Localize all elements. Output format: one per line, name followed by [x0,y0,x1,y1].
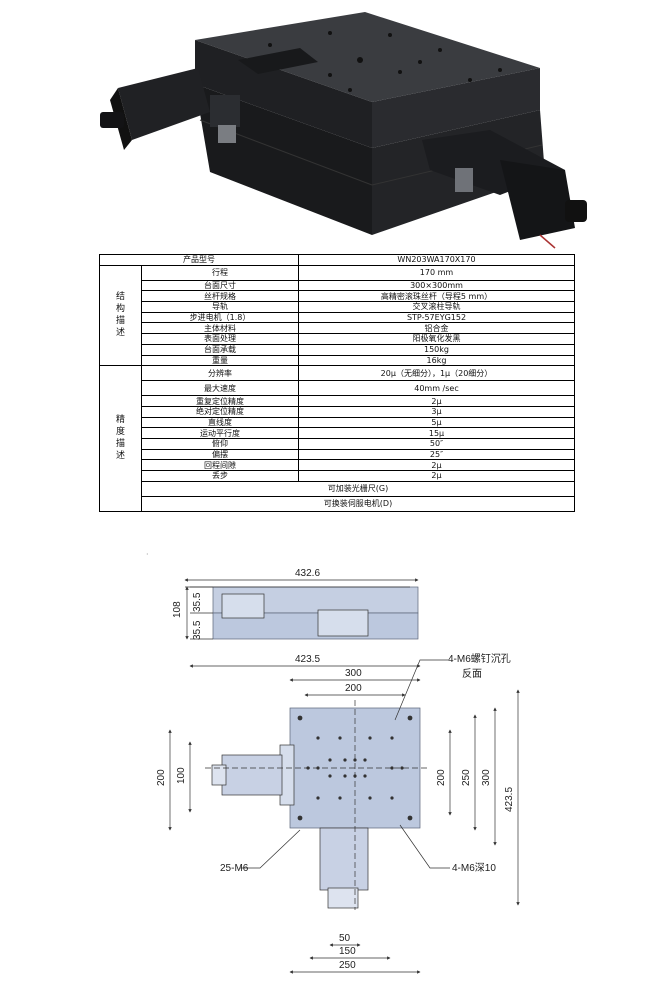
row-value: 50″ [298,437,575,450]
dim-200-right: 200 [436,769,447,786]
dim-50-bottom: 50 [339,933,351,944]
technical-drawing: 432.6 108 35.5 35.5 423.5 300 200 200 10… [156,568,520,974]
row-value: 铝合金 [298,322,575,335]
table-row: 丝杆规格高精密滚珠丝杆（导程5 mm） [100,290,575,303]
row-label: 行程 [141,264,299,281]
row-label: 步进电机（1.8） [141,311,299,324]
row-label: 回程间隙 [141,459,299,471]
table-row: 表面处理阳极氧化发黑 [100,333,575,345]
dim-200-top: 200 [345,683,362,694]
row-value: 20μ（无细分），1μ（20细分） [298,365,575,382]
row-value: 25″ [298,448,575,461]
row-label: 表面处理 [141,333,299,345]
row-label: 主体材料 [141,322,299,335]
row-value: 2μ [298,459,575,471]
table-row: 主体材料铝合金 [100,322,575,335]
table-row: 导轨交叉滚柱导轨 [100,301,575,313]
dim-300-right: 300 [481,769,492,786]
row-value: 150kg [298,343,575,356]
dim-side-108: 108 [172,601,183,618]
row-value: 5μ [298,416,575,429]
row-value: 阳极氧化发黑 [298,333,575,345]
dim-150-bottom: 150 [339,946,356,957]
row-label: 分辨率 [141,365,299,382]
dim-250-bottom: 250 [339,960,356,971]
row-label: 台面尺寸 [141,279,299,292]
model-value: WN203WA170X170 [298,254,575,266]
row-label: 导轨 [141,301,299,313]
stray-mark: · [146,550,149,559]
row-value: 2μ [298,470,575,482]
row-value: 交叉滚柱导轨 [298,301,575,313]
row-label: 偏摆 [141,448,299,461]
dim-250-right: 250 [461,769,472,786]
row-value: 170 mm [298,264,575,281]
dim-side-355b: 35.5 [192,620,203,640]
row-label: 俯仰 [141,437,299,450]
row-label: 丝杆规格 [141,290,299,303]
product-photo [100,12,587,249]
row-value: 40mm /sec [298,380,575,397]
dim-100-left: 100 [176,767,187,784]
row-value: 3μ [298,405,575,418]
row-label: 重复定位精度 [141,395,299,407]
dim-4235-right: 423.5 [504,787,515,812]
row-label: 直线度 [141,416,299,429]
dim-200-left: 200 [156,769,167,786]
row-label: 丢步 [141,470,299,482]
note-row: 可换装伺服电机(D) [100,495,575,512]
callout-depth: 4-M6深10 [452,862,496,874]
note-row: 可加装光栅尺(G) [100,480,575,497]
note-servo: 可换装伺服电机(D) [141,495,575,512]
note-grating: 可加装光栅尺(G) [141,480,575,497]
row-label: 台面承载 [141,343,299,356]
row-label: 绝对定位精度 [141,405,299,418]
row-value: 高精密滚珠丝杆（导程5 mm） [298,290,575,303]
table-row: 结构描述 行程 170 mm [99,264,575,367]
dim-300-top: 300 [345,668,362,679]
hole-pattern [297,715,413,821]
dim-side-355a: 35.5 [192,592,203,612]
dim-top-width: 432.6 [295,568,320,579]
row-value: 15μ [298,427,575,439]
callout-reverse: 反面 [462,668,482,680]
row-label: 重量 [141,354,299,367]
row-value: STP-57EYG152 [298,311,575,324]
table-row: 步进电机（1.8）STP-57EYG152 [100,311,575,324]
plan-view [168,659,520,974]
callout-counterbore: 4-M6螺钉沉孔 [448,652,511,665]
model-label: 产品型号 [99,254,299,266]
row-label: 运动平行度 [141,427,299,439]
row-value: 16kg [298,354,575,367]
row-value: 2μ [298,395,575,407]
table-header-row: 产品型号 WN203WA170X170 [99,254,575,266]
table-row: 精度描述 分辨率 20μ（无细分），1μ（20细分） [99,365,575,512]
callout-25m6: 25-M6 [220,863,249,874]
group-structure: 结构描述 [99,264,142,367]
group-precision: 精度描述 [99,365,142,512]
row-value: 300×300mm [298,279,575,292]
side-view [184,578,419,640]
row-label: 最大速度 [141,380,299,397]
dim-overall: 423.5 [295,654,320,665]
